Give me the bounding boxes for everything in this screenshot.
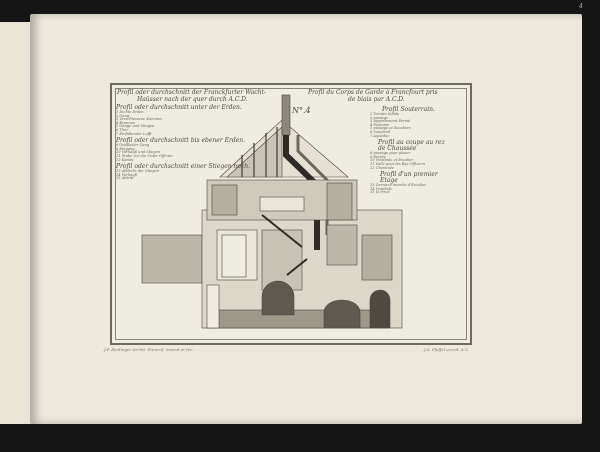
staircase <box>286 258 308 276</box>
legend-item: 11 Stube vor die Unter Officier <box>116 153 173 158</box>
legend-heading: Profil Souterrain. <box>382 106 435 113</box>
plate-inner-border <box>115 88 467 340</box>
chimney <box>281 94 291 136</box>
engraving-plate: Profil oder durchschnitt der Franckfurte… <box>110 83 472 345</box>
legend-item: 6 Thür <box>116 127 129 132</box>
staircase <box>261 214 303 248</box>
legend-item: 12 Kamin <box>116 157 134 162</box>
legend-item: 13 Abdeckt der Stiegen <box>116 169 160 174</box>
legend-item: 1 Dichte Erden. <box>116 110 145 114</box>
ground-left <box>141 234 203 284</box>
legend-item: 14 Vorhauß <box>116 172 138 177</box>
legend-right: Profil Souterrain. 1 Terrain Solide 2 pa… <box>370 107 448 195</box>
caption-left: J.F. Riedinger Archit. Francof. invenit … <box>104 347 194 352</box>
title-de-line2: Haüsser nach der quer durch A.C.D. <box>137 96 248 103</box>
cellar-arch <box>323 299 361 329</box>
legend-item: 15 le Privé <box>370 190 390 195</box>
legend-left: Profil oder durchschnitt unter der Erden… <box>116 105 250 181</box>
legend-item: 7 Aqueduc <box>370 133 390 138</box>
cellar-arch <box>261 280 295 316</box>
title-de-line1: Profil oder durchschnitt der Franckfurte… <box>117 89 266 96</box>
legend-item: 9 Entrée <box>370 154 386 159</box>
roof-timbers <box>241 127 278 177</box>
wall-pier <box>206 284 220 329</box>
building-section-drawing <box>141 94 403 329</box>
room <box>326 224 358 266</box>
room <box>326 182 353 221</box>
room <box>211 184 238 216</box>
legend-item: 9 Eingang <box>116 146 135 151</box>
room <box>361 234 393 281</box>
legend-heading: Profil au coupe au rez de Chaussée <box>378 139 445 153</box>
legend-item: 4 Fontaine <box>370 122 390 127</box>
legend-item: 1 Terrain Solide <box>370 112 400 116</box>
legend-heading: Profil oder durchschnitt einer Stiegen h… <box>116 163 251 171</box>
legend-item: 2 Gang <box>116 113 130 118</box>
plate-number: N°.4 <box>292 106 311 115</box>
legend-item: 7 Einfallender Lufft <box>116 131 152 136</box>
left-book-page <box>0 22 33 424</box>
legend-item: 14 Vestibule <box>370 186 393 191</box>
legend-item: 13 Derniere marche d'Escalier <box>370 183 426 188</box>
legend-item: 11 Salle pour les Bas Officiers <box>370 161 426 166</box>
legend-item: 8 Gepflaster Gang <box>116 143 150 148</box>
balcony <box>259 196 305 212</box>
legend-item: 6 Soupirail <box>370 129 390 134</box>
title-fr-line1: Profil du Corps de Garde à Francfourt pr… <box>308 89 438 96</box>
legend-item: 3 Verschlossene Kammer. <box>116 117 163 122</box>
legend-item: 15 Abtritt <box>116 176 134 181</box>
room <box>261 229 303 291</box>
legend-item: 2 passage <box>370 115 389 120</box>
legend-item: 12 Cheminée <box>370 165 395 170</box>
legend-item: 3 Appartement Fermé <box>370 119 411 124</box>
legend-item: 4 Brunnen <box>116 120 136 125</box>
legend-heading: Profil oder durchschnitt bis ebener Erde… <box>116 137 246 145</box>
legend-item: 10 Vestibule et Escalier <box>370 158 414 163</box>
legend-item: 5 Gänge und Stiegen <box>116 124 155 129</box>
legend-heading: Profil d'un premier Etage <box>380 171 438 185</box>
legend-item: 10 Vorhauß und Stiegen <box>116 150 161 155</box>
cellar-arch <box>369 289 391 329</box>
legend-item: 8 passage pour plaser <box>370 151 411 156</box>
page-number: 4 <box>579 3 583 10</box>
title-fr-line2: de biais par A.C.D. <box>348 96 405 103</box>
doorway <box>221 234 247 278</box>
legend-item: 5 passage et Escaliers <box>370 126 411 131</box>
caption-right: J.A. Pfeffel excud. A.V. <box>424 347 469 352</box>
legend-heading: Profil oder durchschnitt unter der Erden… <box>116 104 242 111</box>
cellar-floor <box>207 309 389 329</box>
